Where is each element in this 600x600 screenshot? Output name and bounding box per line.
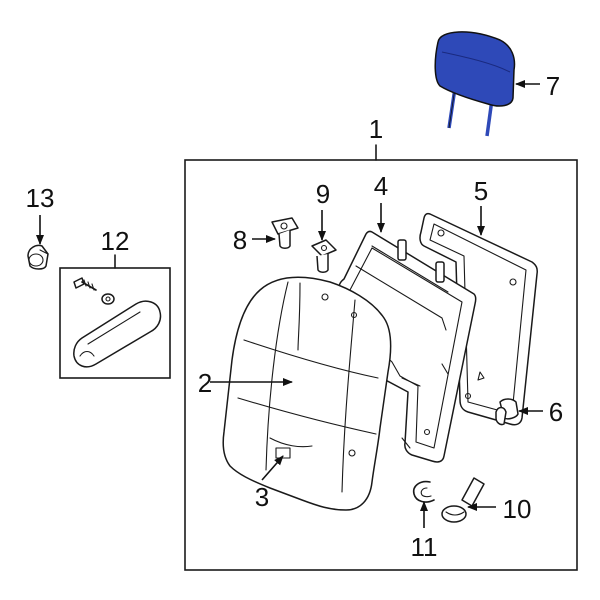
callout-7: 7: [546, 71, 560, 101]
armrest-nut: [101, 293, 115, 305]
callout-3: 3: [255, 482, 269, 512]
armrest-12[interactable]: [73, 277, 162, 368]
callout-10: 10: [503, 494, 532, 524]
callout-5: 5: [474, 176, 488, 206]
headrest[interactable]: [434, 31, 516, 137]
armrest-bolt: [73, 277, 97, 291]
callout-13: 13: [26, 183, 55, 213]
back-board[interactable]: [419, 212, 538, 426]
clip-6[interactable]: [495, 398, 519, 426]
callout-4: 4: [374, 171, 388, 201]
headrest-guide-8[interactable]: [271, 217, 299, 249]
callout-12: 12: [101, 226, 130, 256]
assembly-frame: [184, 159, 578, 571]
strap-10[interactable]: [441, 477, 485, 523]
callout-2: 2: [198, 368, 212, 398]
callout-11: 11: [411, 532, 438, 562]
headrest-guide-9[interactable]: [311, 239, 337, 273]
callout-6: 6: [549, 397, 563, 427]
callout-3-arrow: [261, 455, 284, 481]
callout-1: 1: [369, 114, 383, 144]
ring-clip-11[interactable]: [412, 480, 435, 503]
callout-8: 8: [233, 225, 247, 255]
cap-13[interactable]: [27, 244, 49, 270]
seat-back-frame[interactable]: [338, 230, 477, 463]
callout-9: 9: [316, 179, 330, 209]
seat-back-pad[interactable]: [222, 276, 392, 511]
